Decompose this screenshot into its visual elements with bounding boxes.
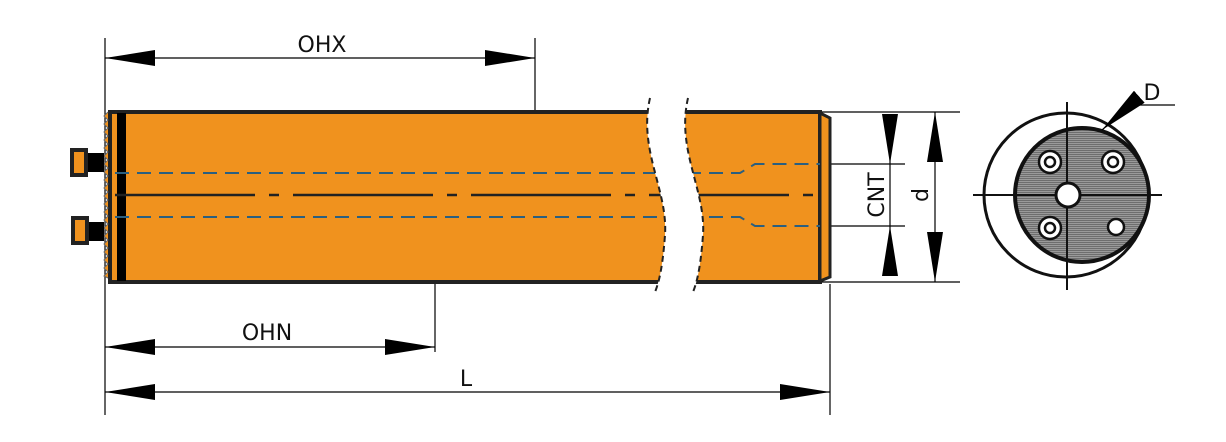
drill-body	[103, 97, 832, 293]
ohx-label: OHX	[298, 33, 347, 58]
coolant-connector-lower	[71, 216, 104, 245]
center-hole	[1054, 181, 1082, 209]
coolant-connector-upper	[70, 148, 104, 177]
break-gap	[647, 98, 704, 292]
end-view	[973, 90, 1175, 290]
serrated-edge	[103, 111, 109, 279]
plain-hole	[1106, 217, 1126, 237]
d-small-label: d	[909, 188, 934, 202]
coolant-channel-lower	[115, 216, 820, 227]
l-label: L	[460, 367, 473, 392]
coolant-channel-upper	[115, 163, 820, 174]
d-large-label: D	[1144, 81, 1161, 106]
d-large-leader	[1101, 90, 1145, 131]
ohn-label: OHN	[242, 321, 292, 346]
cnt-label: CNT	[865, 172, 890, 218]
